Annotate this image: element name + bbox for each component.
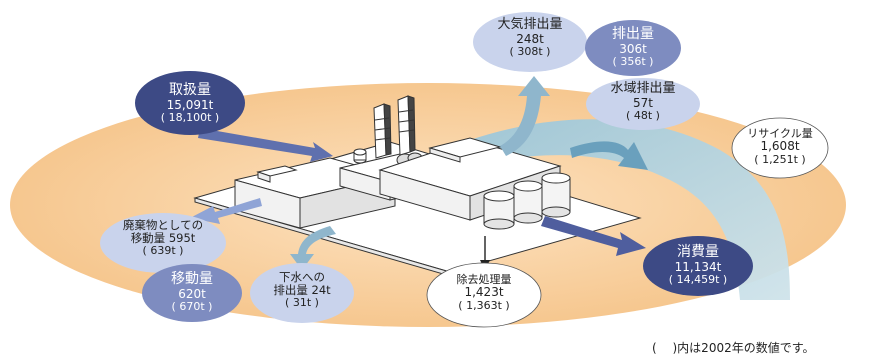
air-prev: ( 308t ) bbox=[509, 44, 551, 58]
consumption-title: 消費量 bbox=[677, 244, 719, 260]
water-value: 57t bbox=[633, 95, 653, 110]
removal-value: 1,423t bbox=[464, 285, 504, 300]
transfer-title: 移動量 bbox=[171, 271, 213, 287]
input-arrow bbox=[198, 128, 333, 162]
emission-value: 306t bbox=[619, 41, 647, 56]
water-bubble-shape bbox=[586, 78, 700, 130]
emission-label: 排出量 306t ( 356t ) bbox=[585, 26, 681, 69]
consumption-prev: ( 14,459t ) bbox=[668, 273, 728, 287]
sewer-title-line2: 排出量 24t bbox=[250, 282, 354, 297]
recycle-value: 1,608t bbox=[760, 139, 800, 154]
water-stream bbox=[470, 119, 790, 301]
recycle-title: リサイクル量 bbox=[747, 127, 813, 140]
removal-bubble-shape bbox=[426, 262, 542, 328]
sewer-title: 下水への bbox=[279, 270, 325, 284]
handled-prev: ( 18,100t ) bbox=[160, 111, 220, 125]
sewer-title2: 排出量 bbox=[273, 282, 308, 297]
sewer-value: 24t bbox=[311, 282, 331, 297]
removal-title: 除去処理量 bbox=[456, 273, 512, 286]
sewer-label: 下水への 排出量 24t ( 31t ) bbox=[250, 271, 354, 309]
sewer-arrow bbox=[290, 226, 336, 270]
removal-prev: ( 1,363t ) bbox=[458, 298, 510, 312]
chimneys bbox=[373, 95, 416, 159]
water-label: 水域排出量 57t ( 48t ) bbox=[586, 81, 700, 122]
emission-prev: ( 356t ) bbox=[612, 55, 654, 69]
waste-label: 廃棄物としての 移動量 595t ( 639t ) bbox=[100, 219, 226, 257]
air-bubble-shape bbox=[473, 12, 587, 72]
transfer-label: 移動量 620t ( 670t ) bbox=[142, 271, 242, 314]
waste-arrow bbox=[190, 198, 262, 224]
consumption-value: 11,134t bbox=[674, 259, 722, 274]
transfer-value: 620t bbox=[178, 286, 206, 301]
recycle-prev: ( 1,251t ) bbox=[754, 152, 806, 166]
consumption-bubble-shape bbox=[643, 236, 753, 296]
handled-value: 15,091t bbox=[166, 97, 214, 112]
emission-title: 排出量 bbox=[612, 26, 654, 42]
waste-title: 廃棄物としての bbox=[122, 218, 204, 232]
handled-bubble-shape bbox=[135, 71, 245, 135]
water-title: 水域排出量 bbox=[610, 81, 676, 96]
waste-bubble-shape bbox=[100, 213, 226, 273]
water-arrow bbox=[570, 141, 648, 170]
air-title: 大気排出量 bbox=[497, 17, 563, 32]
recycle-bubble-shape bbox=[731, 117, 829, 179]
water-prev: ( 48t ) bbox=[626, 108, 660, 122]
sewer-bubble-shape bbox=[250, 263, 354, 323]
sewer-prev: ( 31t ) bbox=[285, 295, 319, 309]
waste-title2: 移動量 bbox=[130, 230, 166, 245]
transfer-bubble-shape bbox=[142, 264, 242, 322]
waste-title-line2: 移動量 595t bbox=[100, 230, 226, 245]
emission-bubble-shape bbox=[585, 20, 681, 76]
waste-prev: ( 639t ) bbox=[142, 243, 184, 257]
air-label: 大気排出量 248t ( 308t ) bbox=[473, 17, 587, 58]
transfer-prev: ( 670t ) bbox=[171, 300, 213, 314]
consumption-arrow bbox=[541, 216, 646, 256]
removal-label: 除去処理量 1,423t ( 1,363t ) bbox=[427, 273, 541, 312]
recycle-label: リサイクル量 1,608t ( 1,251t ) bbox=[732, 127, 828, 166]
air-arrow bbox=[500, 76, 550, 156]
consumption-label: 消費量 11,134t ( 14,459t ) bbox=[643, 244, 753, 287]
handled-title: 取扱量 bbox=[169, 82, 211, 98]
air-value: 248t bbox=[516, 31, 544, 46]
handled-label: 取扱量 15,091t ( 18,100t ) bbox=[135, 82, 245, 125]
waste-value: 595t bbox=[168, 230, 196, 245]
storage-tanks bbox=[483, 172, 571, 230]
footnote: ( )内は2002年の数値です。 bbox=[652, 341, 815, 355]
